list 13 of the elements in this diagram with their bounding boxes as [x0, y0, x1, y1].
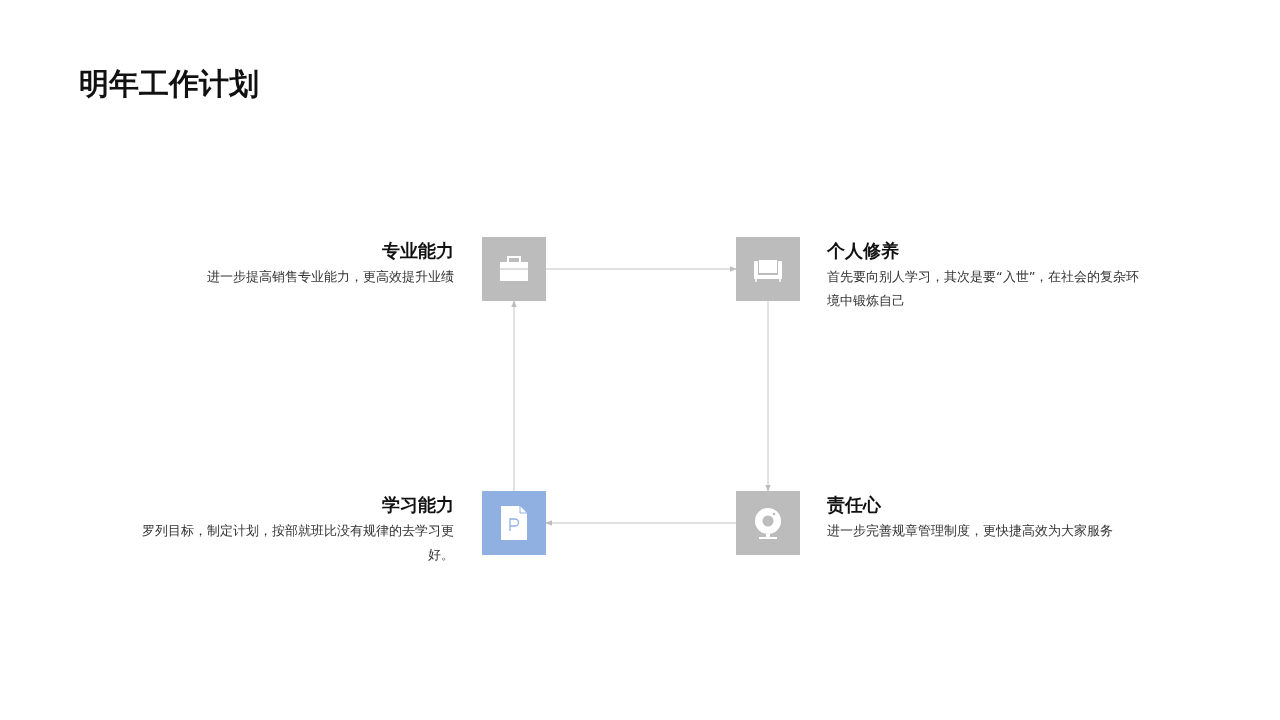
arrow — [545, 266, 737, 272]
description: 罗列目标，制定计划，按部就班比没有规律的去学习更好。 — [141, 522, 454, 564]
description: 进一步完善规章管理制度，更快捷高效为大家服务 — [827, 522, 1114, 540]
title: 明年工作计划 — [79, 65, 259, 103]
heading: 学习能力 — [382, 493, 454, 517]
arrow — [511, 300, 517, 492]
heading: 责任心 — [827, 493, 881, 517]
arrow — [545, 520, 737, 526]
description: 进一步提高销售专业能力，更高效提升业绩 — [206, 268, 454, 286]
heading: 个人修养 — [827, 239, 899, 263]
heading: 专业能力 — [382, 239, 454, 263]
arrow — [765, 300, 771, 492]
description: 首先要向别人学习，其次是要“入世”，在社会的复杂环境中锻炼自己 — [827, 268, 1141, 310]
